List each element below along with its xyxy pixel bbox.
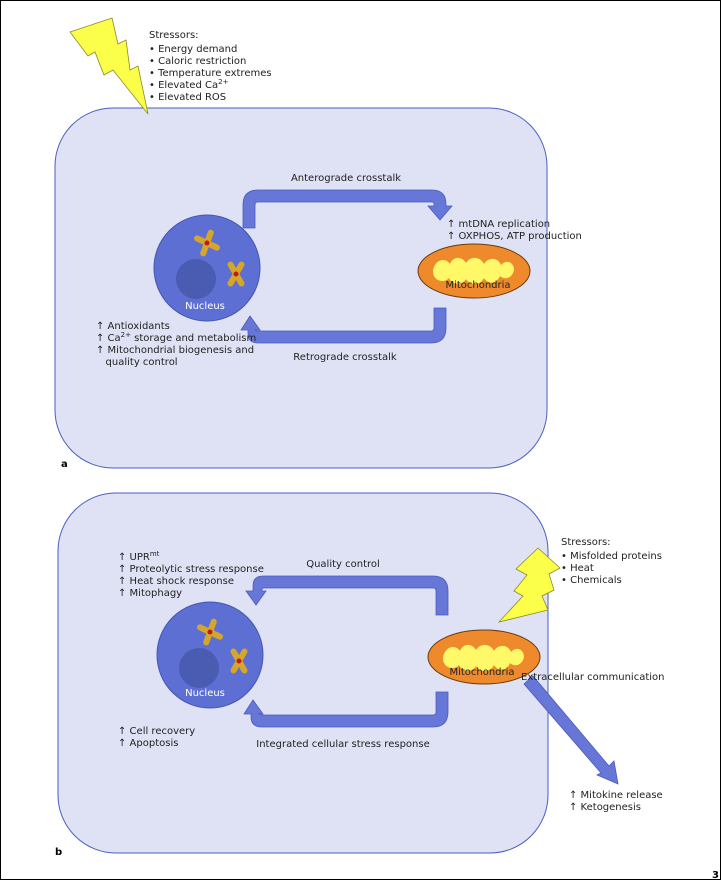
retrograde-label: Retrograde crosstalk: [293, 352, 397, 363]
nucleus-a: Nucleus: [153, 214, 261, 322]
ketogenesis-text: ↑ Ketogenesis: [569, 802, 641, 813]
stressor-b-2: • Heat: [561, 563, 594, 574]
figure-number: 3: [712, 870, 719, 880]
mito-label-b: Mitochondria: [449, 667, 514, 678]
mitochondria-b: Mitochondria: [427, 629, 541, 685]
cell-recovery-text: ↑ Cell recovery: [118, 726, 195, 737]
nucleus-label-b: Nucleus: [185, 688, 225, 699]
mitochondria-a: Mitochondria: [417, 243, 531, 299]
stressor-a-5: • Elevated ROS: [149, 92, 226, 103]
panel-letter-b: b: [55, 847, 62, 858]
stressor-a-2: • Caloric restriction: [149, 56, 246, 67]
anterograde-arrow: [242, 189, 453, 229]
retrograde-arrow: [240, 307, 447, 344]
nucleus-effect-a-3: ↑ Mitochondrial biogenesis and: [96, 345, 254, 356]
panel-b: ↑ UPRmt ↑ Proteolytic stress response ↑ …: [55, 492, 664, 858]
stress-response-label: Integrated cellular stress response: [256, 739, 429, 750]
nucleus-effect-a-1: ↑ Antioxidants: [96, 321, 170, 332]
mito-effect-a-1: ↑ mtDNA replication: [447, 219, 550, 230]
anterograde-label: Anterograde crosstalk: [291, 173, 401, 184]
quality-control-arrow: [245, 575, 449, 616]
apoptosis-text: ↑ Apoptosis: [118, 738, 178, 749]
mito-label-a: Mitochondria: [445, 280, 510, 291]
nucleus-effect-a-4: quality control: [96, 357, 178, 368]
nucleus-label-a: Nucleus: [185, 301, 225, 312]
quality-control-label: Quality control: [306, 559, 380, 570]
stressor-b-1: • Misfolded proteins: [561, 551, 662, 562]
panel-a: Stressors: • Energy demand • Caloric res…: [54, 17, 582, 470]
nucleus-effect-b-1: ↑ UPRmt: [118, 550, 160, 563]
extracellular-arrow: [523, 675, 619, 785]
stressor-b-3: • Chemicals: [561, 575, 622, 586]
lightning-bolt-icon: [497, 547, 561, 623]
stressors-title-a: Stressors:: [149, 30, 199, 41]
stressor-a-3: • Temperature extremes: [149, 68, 272, 79]
panel-letter-a: a: [61, 459, 68, 470]
nucleus-effect-b-4: ↑ Mitophagy: [118, 588, 182, 599]
nucleus-effect-b-2: ↑ Proteolytic stress response: [118, 564, 264, 575]
nucleus-effect-a-2: ↑ Ca2+ storage and metabolism: [96, 331, 256, 344]
stressor-a-4: • Elevated Ca2+: [149, 78, 229, 91]
nucleus-effect-b-3: ↑ Heat shock response: [118, 576, 234, 587]
extracellular-label: Extracellular communication: [521, 672, 664, 683]
mito-effect-a-2: ↑ OXPHOS, ATP production: [447, 231, 582, 242]
stressor-a-1: • Energy demand: [149, 44, 237, 55]
stressors-title-b: Stressors:: [561, 537, 611, 548]
stress-response-arrow: [243, 691, 449, 728]
nucleus-b: Nucleus: [156, 601, 264, 709]
lightning-bolt-icon: [69, 17, 149, 115]
mitokine-text: ↑ Mitokine release: [569, 790, 663, 801]
